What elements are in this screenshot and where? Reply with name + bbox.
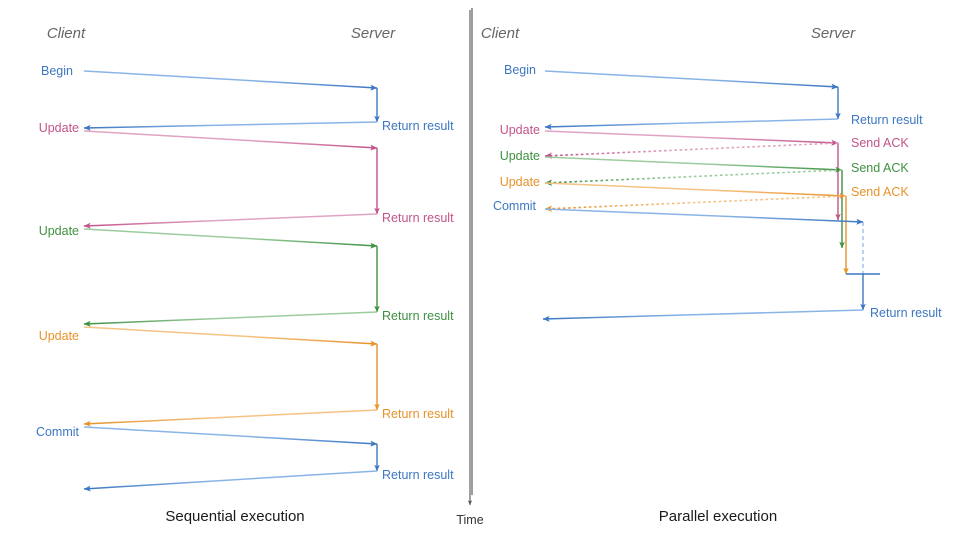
lane-header-server: Server (811, 25, 856, 42)
message-label-ret5: Return result (382, 468, 454, 482)
message-label-p-ack1: Send ACK (851, 136, 909, 150)
message-label-p-ack3: Send ACK (851, 185, 909, 199)
message-label-p-commit: Commit (493, 199, 537, 213)
message-label-p-update1: Update (500, 123, 540, 137)
lane-header-client: Client (47, 25, 86, 42)
message-label-p-update3: Update (500, 175, 540, 189)
message-arrow-update3 (83, 326, 378, 347)
message-arrow-p-ack2 (544, 169, 843, 186)
message-arrow-p-ret1 (544, 118, 839, 130)
message-arrow-ret4 (83, 409, 378, 427)
message-label-begin: Begin (41, 64, 73, 78)
message-label-update1: Update (39, 121, 79, 135)
lane-header-server: Server (351, 25, 396, 42)
message-arrow-ret2 (83, 213, 378, 229)
message-label-ret3: Return result (382, 309, 454, 323)
lane-header-client: Client (481, 25, 520, 42)
message-label-ret4: Return result (382, 407, 454, 421)
message-label-p-begin: Begin (504, 63, 536, 77)
message-arrow-ret3 (83, 311, 378, 327)
message-label-ret1: Return result (382, 119, 454, 133)
message-arrow-p-ret2 (542, 309, 864, 322)
message-arrow-p-commit (544, 208, 864, 225)
message-arrow-p-update1 (544, 130, 839, 146)
message-label-commit: Commit (36, 425, 80, 439)
message-arrow-p-update3 (544, 182, 847, 199)
message-label-update3: Update (39, 329, 79, 343)
message-label-p-ret1: Return result (851, 113, 923, 127)
message-arrow-begin (83, 70, 378, 91)
message-arrow-update2 (83, 228, 378, 249)
message-arrow-p-begin (544, 70, 839, 90)
message-arrow-p-ack3 (544, 195, 847, 212)
time-axis-layer: Time (456, 10, 484, 527)
panel-caption-parallel: Parallel execution (659, 508, 777, 525)
message-label-update2: Update (39, 224, 79, 238)
message-arrow-p-update2 (544, 156, 843, 173)
panel-caption-sequential: Sequential execution (165, 508, 304, 525)
message-arrow-p-ack1 (544, 142, 839, 159)
message-arrow-ret1 (83, 121, 378, 131)
time-axis-label: Time (456, 513, 483, 527)
message-arrow-commit (83, 426, 378, 447)
message-label-p-ack2: Send ACK (851, 161, 909, 175)
message-label-p-update2: Update (500, 149, 540, 163)
message-label-p-ret2: Return result (870, 306, 942, 320)
message-arrow-ret5 (83, 470, 378, 492)
message-label-ret2: Return result (382, 211, 454, 225)
message-arrow-update1 (83, 130, 378, 151)
